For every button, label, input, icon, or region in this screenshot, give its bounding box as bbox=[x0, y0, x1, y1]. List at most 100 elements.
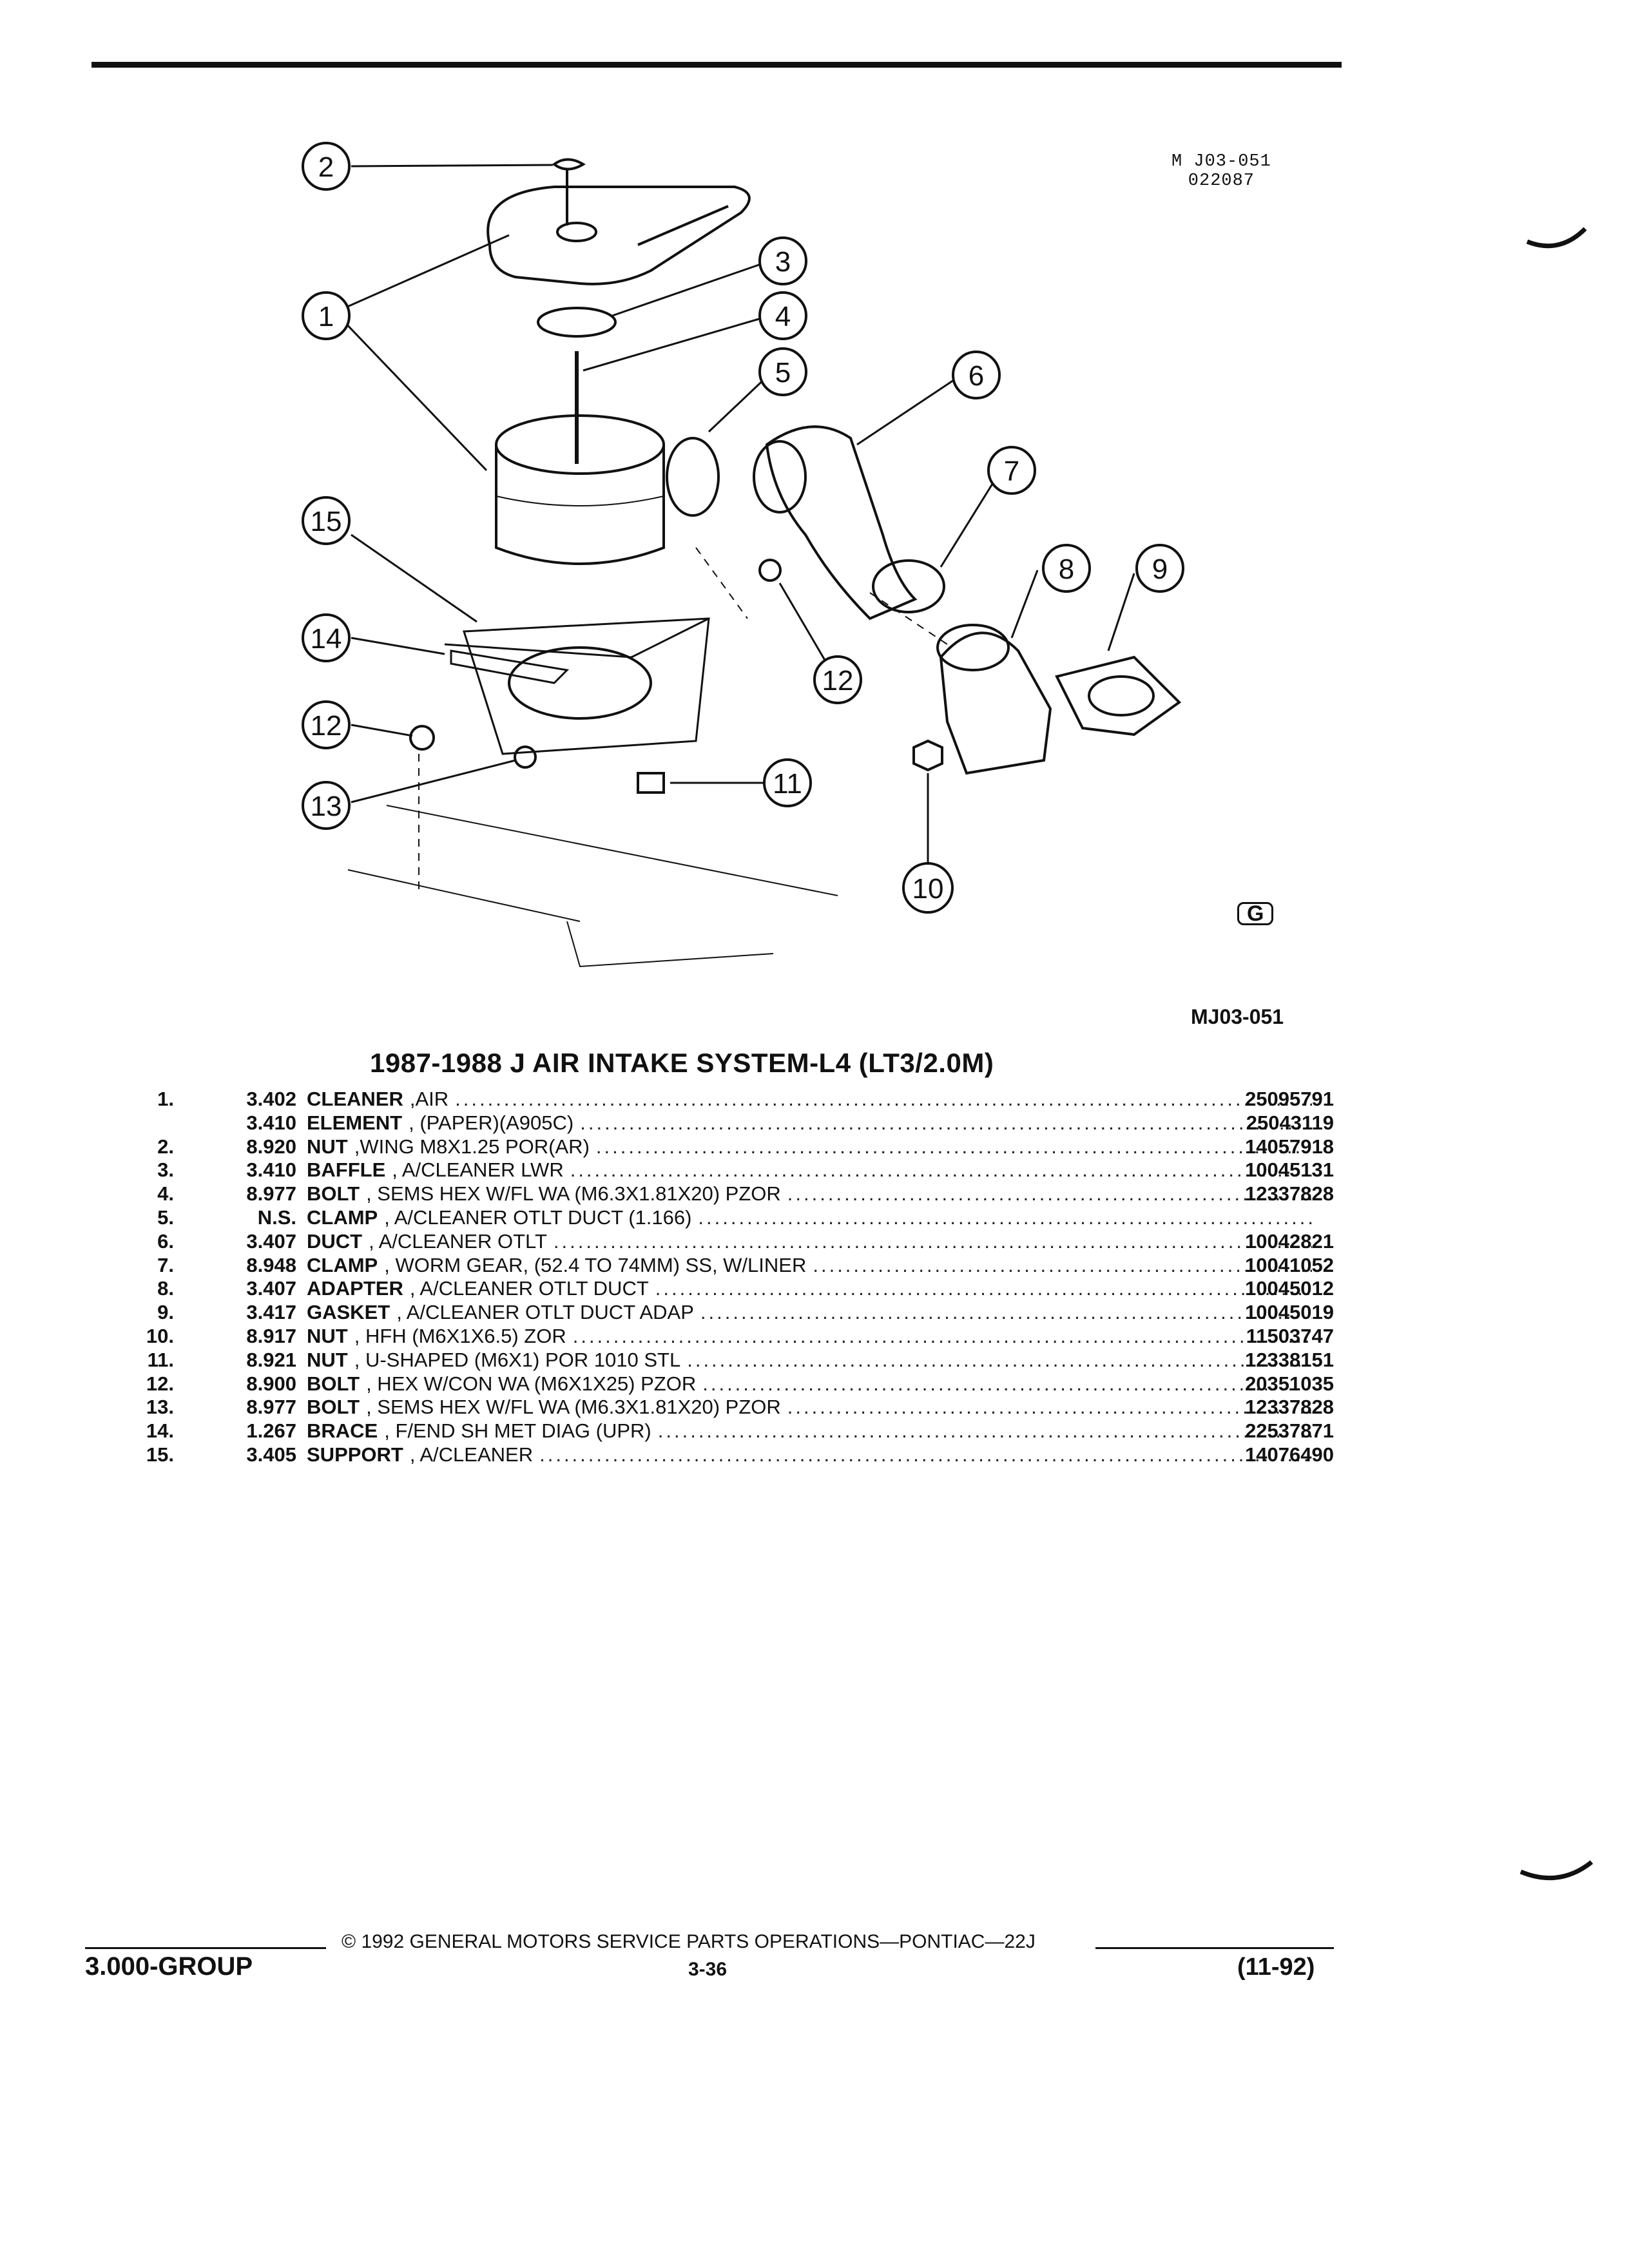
parts-row: 5.N.S.CLAMP, A/CLEANER OTLT DUCT (1.166)… bbox=[122, 1206, 1347, 1230]
part-detail: , A/CLEANER OTLT bbox=[369, 1229, 547, 1253]
part-description: CLAMP, WORM GEAR, (52.4 TO 74MM) SS, W/L… bbox=[307, 1254, 1312, 1277]
part-number: 25095791 bbox=[1245, 1088, 1334, 1110]
part-name: GASKET bbox=[307, 1301, 390, 1324]
support-bracket bbox=[462, 617, 710, 755]
callout-label: 12 bbox=[822, 665, 854, 697]
part-description: NUT, HFH (M6X1X6.5) ZOR.................… bbox=[307, 1325, 1312, 1348]
footer-date: (11-92) bbox=[1237, 1954, 1315, 1981]
ref-number: 6. bbox=[157, 1229, 174, 1253]
part-name: NUT bbox=[307, 1135, 348, 1158]
callout-label: 9 bbox=[1152, 553, 1168, 585]
ref-number: 3. bbox=[157, 1158, 174, 1182]
ref-number: 10. bbox=[146, 1324, 174, 1347]
figure-code-small: M J03-051 022087 bbox=[1171, 152, 1271, 191]
callout-1 bbox=[302, 291, 351, 340]
ref-number: 4. bbox=[157, 1182, 174, 1206]
part-number: 10042821 bbox=[1245, 1229, 1334, 1253]
part-number: 10045019 bbox=[1245, 1301, 1334, 1324]
parts-row: 14. 1.267 BRACE, F/END SH MET DIAG (UPR)..… bbox=[122, 1419, 1347, 1443]
ref-number: 12. bbox=[146, 1372, 174, 1395]
part-detail: , SEMS HEX W/FL WA (M6.3X1.81X20) PZOR bbox=[366, 1182, 781, 1206]
part-detail: , (PAPER)(A905C) bbox=[409, 1111, 574, 1134]
part-description: BRACE, F/END SH MET DIAG (UPR)..........… bbox=[307, 1419, 1312, 1443]
part-number: 14057918 bbox=[1245, 1135, 1334, 1158]
figure-code-line1: M J03-051 bbox=[1171, 152, 1271, 171]
part-number: 20351035 bbox=[1245, 1372, 1334, 1395]
part-name: NUT bbox=[307, 1324, 348, 1347]
callout-13 bbox=[302, 781, 351, 830]
ref-number: 9. bbox=[157, 1301, 174, 1324]
callout-label: 7 bbox=[1004, 456, 1019, 487]
group-number: 3.405 bbox=[246, 1443, 296, 1466]
air-cleaner-cover bbox=[487, 186, 751, 285]
ref-number: 13. bbox=[146, 1396, 174, 1419]
footer-group: 3.000-GROUP bbox=[85, 1952, 253, 1981]
group-number: 8.900 bbox=[246, 1372, 296, 1395]
part-detail: , A/CLEANER OTLT DUCT (1.166) bbox=[384, 1206, 692, 1229]
part-number: 10045012 bbox=[1245, 1277, 1334, 1300]
callout-8 bbox=[1042, 544, 1091, 593]
callout-2 bbox=[302, 142, 351, 191]
leader-dots: ........................................… bbox=[787, 1396, 1312, 1419]
ref-number: 11. bbox=[147, 1348, 174, 1371]
adapter bbox=[939, 631, 1052, 775]
callout-label: 8 bbox=[1059, 553, 1074, 585]
callout-label: 6 bbox=[969, 360, 984, 392]
part-detail: , A/CLEANER bbox=[409, 1443, 534, 1466]
group-number: 8.917 bbox=[246, 1324, 296, 1347]
parts-row: 10. 8.917 NUT, HFH (M6X1X6.5) ZOR.........… bbox=[122, 1325, 1347, 1349]
callout-12-left bbox=[302, 700, 351, 749]
part-name: DUCT bbox=[307, 1229, 363, 1253]
leader-dots: ........................................… bbox=[455, 1088, 1312, 1110]
part-description: GASKET, A/CLEANER OTLT DUCT ADAP........… bbox=[307, 1301, 1312, 1324]
footer-rule-left bbox=[85, 1947, 326, 1949]
group-number: 3.410 bbox=[246, 1111, 296, 1134]
part-description: BOLT, SEMS HEX W/FL WA (M6.3X1.81X20) PZ… bbox=[307, 1396, 1312, 1419]
ref-number: 14. bbox=[146, 1419, 174, 1443]
callout-label: 4 bbox=[775, 301, 791, 332]
group-number: 8.921 bbox=[246, 1348, 296, 1371]
part-detail: ,AIR bbox=[409, 1088, 449, 1110]
group-number: 3.417 bbox=[246, 1301, 296, 1324]
part-name: NUT bbox=[307, 1348, 348, 1371]
callout-label: 14 bbox=[311, 623, 342, 655]
callout-9 bbox=[1135, 544, 1184, 593]
parts-row: 3.410 ELEMENT, (PAPER)(A905C)............… bbox=[122, 1111, 1347, 1135]
part-detail: , WORM GEAR, (52.4 TO 74MM) SS, W/LINER bbox=[384, 1253, 807, 1276]
callout-10 bbox=[902, 862, 954, 914]
part-detail: , A/CLEANER LWR bbox=[392, 1158, 564, 1182]
callout-label: 12 bbox=[311, 710, 342, 742]
part-number: 12337828 bbox=[1245, 1396, 1334, 1419]
part-name: BAFFLE bbox=[307, 1158, 386, 1182]
part-description: ELEMENT, (PAPER)(A905C).................… bbox=[307, 1111, 1312, 1135]
part-number: 11503747 bbox=[1246, 1324, 1334, 1347]
gasket bbox=[1055, 655, 1182, 736]
callout-3 bbox=[758, 236, 807, 285]
group-number: 3.407 bbox=[246, 1277, 296, 1300]
callout-label: 10 bbox=[912, 873, 944, 905]
part-description: ADAPTER, A/CLEANER OTLT DUCT............… bbox=[307, 1277, 1312, 1300]
part-description: NUT, U-SHAPED (M6X1) POR 1010 STL.......… bbox=[307, 1349, 1312, 1372]
exploded-parts-diagram: 2 1 3 4 5 6 7 8 9 10 11 12 12 13 14 15 bbox=[302, 142, 1587, 968]
callout-label: 1 bbox=[318, 301, 334, 332]
part-detail: , F/END SH MET DIAG (UPR) bbox=[384, 1419, 651, 1443]
callout-15 bbox=[302, 496, 351, 545]
ref-number: 15. bbox=[146, 1443, 174, 1466]
worm-clamp bbox=[872, 559, 945, 613]
part-description: CLAMP, A/CLEANER OTLT DUCT (1.166)......… bbox=[307, 1206, 1312, 1229]
parts-row: 9. 3.417 GASKET, A/CLEANER OTLT DUCT ADAP.… bbox=[122, 1301, 1347, 1325]
part-number: 12338151 bbox=[1245, 1348, 1334, 1371]
leader-dots: ........................................… bbox=[595, 1135, 1312, 1158]
u-nut bbox=[637, 772, 665, 794]
callout-4 bbox=[758, 291, 807, 340]
air-filter-element bbox=[495, 414, 665, 475]
group-number: 8.920 bbox=[246, 1135, 296, 1158]
leader-dots: ........................................… bbox=[700, 1301, 1312, 1324]
group-number: 1.267 bbox=[246, 1419, 296, 1443]
baffle bbox=[537, 307, 617, 338]
part-detail: ,WING M8X1.25 POR(AR) bbox=[354, 1135, 590, 1158]
